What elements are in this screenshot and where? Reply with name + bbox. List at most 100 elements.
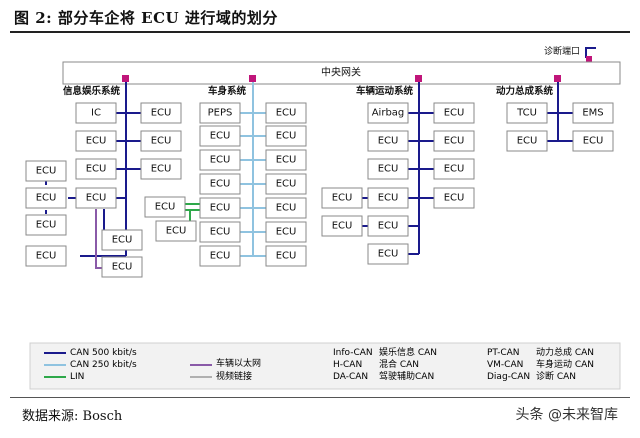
info-domain: 信息娱乐系统 IC ECU ECU ECU ECU ECU ECU ECU EC… [25,75,182,278]
svg-text:ECU: ECU [276,203,297,214]
motion-domain: 车辆运动系统 Airbag ECU ECU ECU ECU ECU ECU EC… [321,75,475,265]
ecu-box [367,130,409,152]
legend-can250: CAN 250 kbit/s [70,360,137,370]
ecu-box [140,130,182,152]
airbag-box [367,102,409,124]
svg-text:ECU: ECU [86,164,107,175]
svg-text:ECU: ECU [36,166,57,177]
ecu-box [199,197,241,219]
ecu-box [572,130,614,152]
ecu-box [433,158,475,180]
ecu-box [25,214,67,236]
legend-abbr-value: 车身运动 CAN [536,358,594,370]
ecu-box [506,130,548,152]
ecu-box [321,187,363,209]
svg-text:TCU: TCU [516,108,537,119]
legend-box [29,342,621,390]
ems-box [572,102,614,124]
svg-text:ECU: ECU [378,164,399,175]
ecu-box [25,245,67,267]
figure-title: 图 2: 部分车企将 ECU 进行域的划分 [14,9,278,27]
svg-text:ECU: ECU [378,221,399,232]
svg-text:ECU: ECU [151,108,172,119]
svg-text:ECU: ECU [444,108,465,119]
ecu-box [367,243,409,265]
ecu-box [321,215,363,237]
ecu-box [433,187,475,209]
svg-text:ECU: ECU [210,227,231,238]
svg-text:ECU: ECU [276,251,297,262]
svg-text:ECU: ECU [276,155,297,166]
ecu-box [75,130,117,152]
ecu-box [144,196,186,218]
legend-abbr-key: DA-CAN [333,372,368,382]
svg-text:ECU: ECU [112,262,133,273]
info-node [122,75,129,82]
svg-text:ECU: ECU [444,136,465,147]
ecu-box [433,102,475,124]
svg-text:ECU: ECU [378,193,399,204]
svg-text:ECU: ECU [210,251,231,262]
svg-text:ECU: ECU [151,164,172,175]
ecu-box [199,245,241,267]
svg-text:ECU: ECU [378,136,399,147]
ecu-box [75,187,117,209]
ecu-box [75,158,117,180]
svg-text:ECU: ECU [151,136,172,147]
svg-text:ECU: ECU [86,136,107,147]
svg-text:ECU: ECU [36,220,57,231]
body-domain-label: 车身系统 [208,85,247,97]
ecu-box [199,221,241,243]
svg-text:ECU: ECU [276,179,297,190]
svg-text:ECU: ECU [276,131,297,142]
ic-box [75,102,117,124]
ecu-box [265,245,307,267]
power-domain-label: 动力总成系统 [496,85,554,97]
legend-can500: CAN 500 kbit/s [70,348,137,358]
svg-text:ECU: ECU [36,251,57,262]
svg-text:ECU: ECU [210,131,231,142]
svg-text:ECU: ECU [378,249,399,260]
legend-abbr-key: Diag-CAN [487,372,530,382]
svg-text:ECU: ECU [210,155,231,166]
diag-link [585,47,596,58]
central-gateway-label: 中央网关 [321,66,361,79]
svg-text:ECU: ECU [210,179,231,190]
ecu-box [433,130,475,152]
svg-text:IC: IC [91,108,101,119]
svg-text:EMS: EMS [582,108,603,119]
ecu-box [265,125,307,147]
svg-text:PEPS: PEPS [208,108,233,119]
ecu-box [25,160,67,182]
ecu-box [265,173,307,195]
svg-text:ECU: ECU [36,193,57,204]
legend-abbr-key: PT-CAN [487,348,520,358]
svg-text:ECU: ECU [276,108,297,119]
power-domain: 动力总成系统 TCU EMS ECU ECU [496,75,614,152]
ecu-box [155,220,197,242]
tcu-box [506,102,548,124]
ecu-box [265,149,307,171]
motion-domain-label: 车辆运动系统 [356,85,414,97]
legend-lin: LIN [70,372,84,382]
title-rule [10,31,630,33]
legend-abbr-key: Info-CAN [333,348,373,358]
info-domain-label: 信息娱乐系统 [63,85,121,97]
legend-abbr-key: VM-CAN [487,360,523,370]
diag-node [586,56,592,62]
svg-text:ECU: ECU [583,136,604,147]
power-node [554,75,561,82]
svg-text:Airbag: Airbag [372,108,405,119]
svg-text:ECU: ECU [166,226,187,237]
legend-abbr-key: H-CAN [333,360,362,370]
ecu-box [265,197,307,219]
legend-video: 视频链接 [216,370,252,382]
ecu-box [140,158,182,180]
svg-text:ECU: ECU [332,221,353,232]
legend-abbr-value: 诊断 CAN [536,370,576,382]
svg-text:ECU: ECU [210,203,231,214]
ecu-box [367,187,409,209]
svg-text:ECU: ECU [155,202,176,213]
svg-text:ECU: ECU [86,193,107,204]
